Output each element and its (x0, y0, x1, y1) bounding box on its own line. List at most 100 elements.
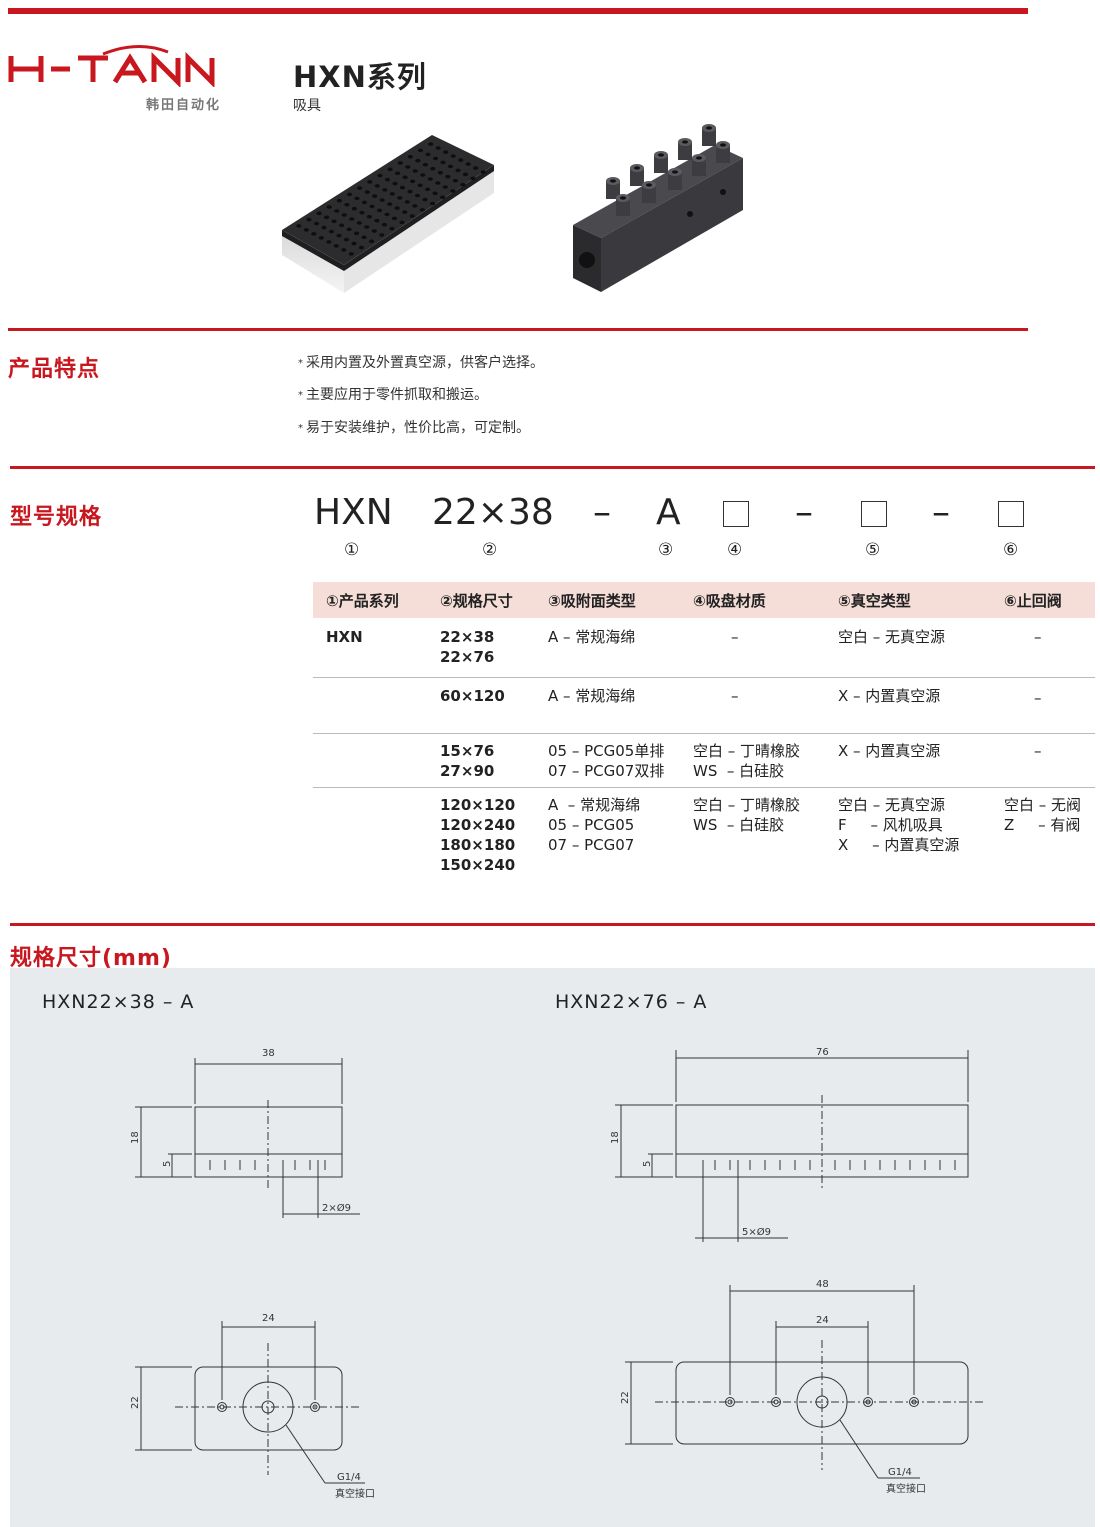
sponge-hole (321, 225, 327, 230)
sponge-hole (447, 164, 454, 169)
sponge-hole (440, 160, 446, 165)
sponge-hole (374, 184, 380, 188)
sponge-hole (357, 186, 363, 190)
fitting-icon (642, 181, 656, 203)
sponge-hole (405, 165, 411, 169)
code-number: ⑤ (865, 540, 881, 560)
sponge-hole (316, 211, 322, 216)
sponge-hole (429, 201, 436, 206)
table-row-divider (313, 733, 1095, 734)
code-number: ③ (658, 540, 674, 560)
sponge-hole (296, 224, 302, 228)
fitting-icon (654, 151, 668, 173)
code-number: ④ (727, 540, 743, 560)
sponge-hole (419, 208, 425, 212)
sponge-hole (372, 194, 378, 198)
sponge-hole (397, 161, 403, 165)
sponge-hole (404, 200, 410, 204)
sponge-hole (399, 185, 406, 190)
sponge-hole (376, 208, 383, 213)
sponge-hole (344, 202, 350, 207)
sponge-hole (328, 229, 335, 234)
sponge-hole (458, 158, 464, 162)
sponge-hole (422, 162, 428, 167)
sponge-hole (420, 173, 426, 177)
cell-size: 60×120 (440, 687, 505, 705)
table-row-divider (313, 787, 1095, 788)
sponge-hole (326, 205, 332, 209)
sponge-hole (333, 244, 339, 248)
sponge-hole (339, 223, 345, 228)
cell-surface: 05 – PCG05单排 07 – PCG07双排 (548, 742, 665, 780)
company-name: 韩田自动化 (146, 98, 222, 113)
sponge-hole (364, 190, 370, 194)
table-header-cell: ②规格尺寸 (440, 592, 513, 610)
sponge-hole (324, 215, 330, 220)
sponge-hole (410, 179, 416, 184)
sponge-hole (460, 182, 466, 187)
dim-label: G1/4 (337, 1472, 361, 1483)
sponge-hole (415, 158, 421, 163)
sponge-hole (402, 210, 408, 214)
fitting-icon (606, 177, 620, 199)
drawing-22x76-top: 48 24 22 G1/4 真空接口 (620, 1279, 985, 1495)
sponge-hole (374, 218, 380, 223)
cell-valve: 空白 – 无阀 Z – 有阀 (1004, 796, 1082, 834)
sponge-hole (382, 188, 388, 192)
dim-label: 24 (262, 1313, 275, 1324)
sponge-hole (445, 174, 451, 179)
cell-valve: – (1034, 628, 1042, 646)
sponge-hole (358, 245, 365, 250)
cell-surface: A – 常规海绵 (548, 687, 636, 705)
cell-vacuum: 空白 – 无真空源 F – 风机吸具 X – 内置真空源 (838, 796, 960, 854)
sponge-hole (377, 173, 383, 178)
cell-size: 120×120 120×240 180×180 150×240 (440, 796, 516, 874)
sponge-hole (359, 210, 365, 215)
dim-label: 38 (262, 1048, 275, 1059)
sponge-hole (331, 219, 337, 224)
cell-size: 22×38 22×76 (440, 628, 495, 666)
code-dash: – (795, 492, 813, 533)
dim-label: 5×Ø9 (742, 1226, 771, 1238)
dim-label: 24 (816, 1315, 829, 1326)
sponge-hole (369, 204, 375, 209)
sponge-hole (430, 166, 436, 171)
sponge-hole (452, 178, 458, 183)
sponge-hole (381, 222, 387, 227)
sponge-hole (397, 196, 403, 200)
sponge-hole (311, 232, 317, 236)
sponge-hole (462, 172, 469, 177)
sponge-hole (435, 181, 441, 185)
sponge-hole (422, 197, 428, 202)
fitting-icon (630, 164, 644, 186)
fitting-icon (678, 138, 692, 160)
dim-label: 22 (130, 1396, 141, 1409)
sponge-gripper-photo (282, 135, 494, 295)
sponge-hole (414, 193, 421, 198)
sponge-hole (369, 239, 375, 244)
table-header-cell: ③吸附面类型 (548, 592, 636, 610)
sponge-hole (470, 176, 476, 181)
sponge-hole (465, 162, 471, 166)
series-title: HXN系列 (293, 60, 427, 94)
dim-label: 5 (642, 1161, 653, 1167)
sponge-hole (399, 220, 405, 225)
sponge-hole (384, 177, 391, 182)
sponge-hole (442, 185, 448, 189)
code-number: ② (482, 540, 498, 560)
sponge-hole (473, 166, 479, 170)
sponge-hole (371, 229, 377, 233)
feature-item: *易于安装维护，性价比高，可定制。 (298, 420, 530, 436)
sponge-hole (341, 248, 347, 252)
h-tan-logo-mark (8, 44, 215, 89)
sponge-hole (318, 236, 324, 240)
sponge-hole (379, 198, 385, 202)
sponge-hole (432, 191, 438, 196)
cell-surface: A – 常规海绵 (548, 628, 636, 646)
section-divider-1 (8, 328, 1028, 331)
sponge-hole (425, 187, 431, 192)
sponge-hole (437, 170, 443, 175)
sponge-hole (425, 152, 431, 157)
table-header-cell: ①产品系列 (326, 592, 399, 610)
sponge-hole (412, 204, 418, 208)
